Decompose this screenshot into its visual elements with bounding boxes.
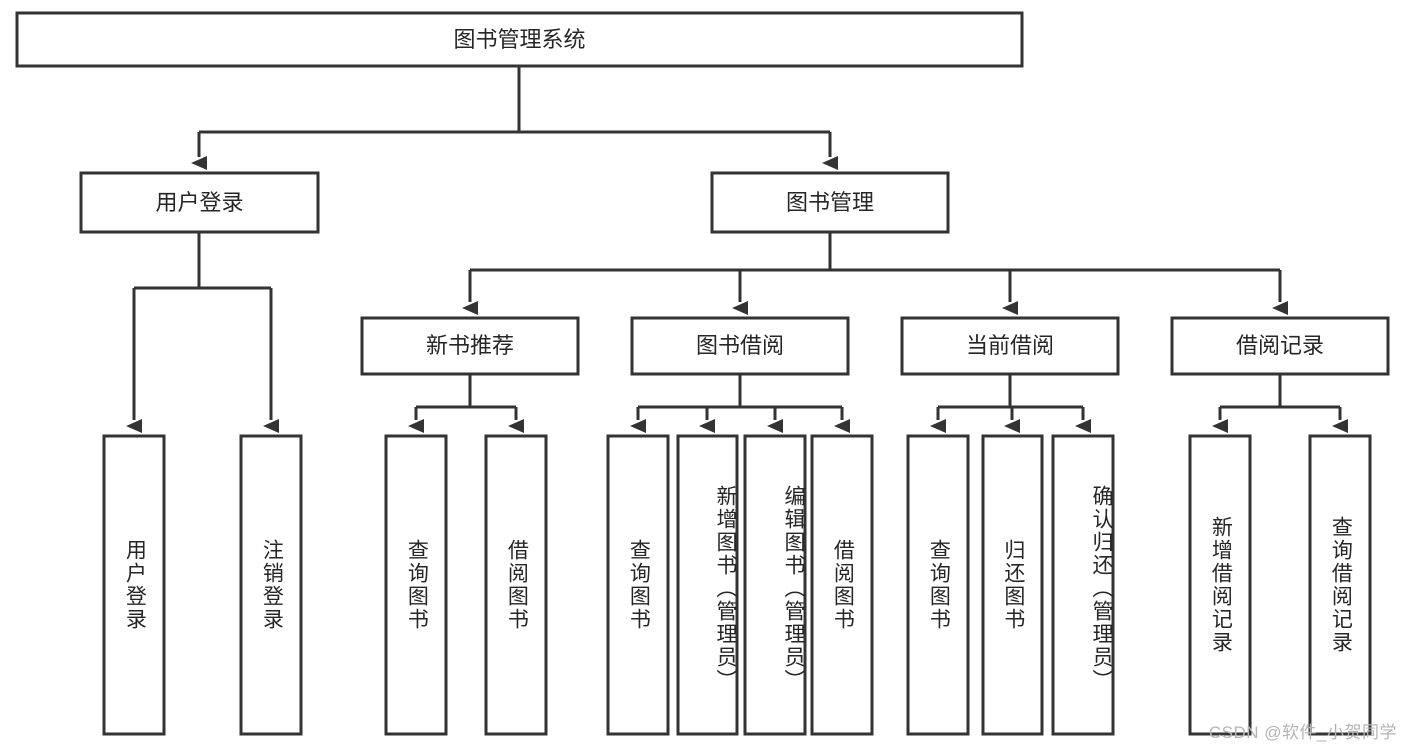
node-box-leaf-add-book[interactable] (676, 434, 739, 736)
node-box-leaf-confirm-return[interactable] (1051, 434, 1115, 736)
node-box-leaf-edit-book[interactable] (743, 434, 807, 736)
node-box-leaf-add-record[interactable] (1188, 434, 1252, 736)
node-box-leaf-query-book-1[interactable] (384, 434, 448, 736)
node-box-leaf-logout-login[interactable] (239, 434, 303, 736)
node-box-user-login[interactable] (79, 171, 320, 234)
node-box-new-book-recommend[interactable] (360, 316, 580, 376)
node-box-leaf-borrow-book-1[interactable] (484, 434, 548, 736)
node-box-book-manage[interactable] (710, 171, 950, 234)
node-box-leaf-user-login[interactable] (102, 434, 166, 736)
node-box-book-borrow[interactable] (630, 316, 850, 376)
watermark-text: CSDN @软件_小贺同学 (1208, 723, 1397, 742)
node-box-leaf-query-book-3[interactable] (906, 434, 970, 736)
node-box-leaf-return-book[interactable] (981, 434, 1044, 736)
node-box-leaf-query-book-2[interactable] (606, 434, 670, 736)
node-box-leaf-query-record[interactable] (1308, 434, 1372, 736)
node-box-leaf-borrow-book-2[interactable] (810, 434, 874, 736)
node-box-root[interactable] (15, 11, 1024, 68)
node-box-current-borrow[interactable] (900, 316, 1120, 376)
node-box-borrow-record[interactable] (1170, 316, 1390, 376)
